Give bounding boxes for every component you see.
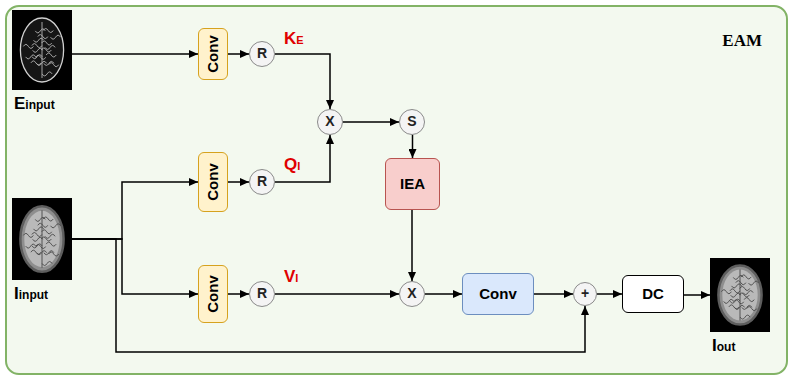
node-label: X [325, 114, 334, 129]
node-label: Conv [205, 275, 222, 313]
brain-image [12, 10, 72, 90]
node-label: R [257, 286, 267, 301]
connector-arrow [411, 210, 413, 281]
add-circle: + [573, 282, 597, 306]
connector-arrow [275, 293, 399, 295]
reshape-circle: R [249, 169, 275, 195]
node-label: + [581, 286, 589, 301]
multiply-circle: X [317, 109, 343, 135]
brain-folds [23, 22, 60, 78]
brain-folds [721, 269, 758, 320]
node-label: DC [642, 286, 664, 303]
node-label: X [407, 286, 416, 301]
connector-arrow [228, 293, 249, 295]
image-background [710, 258, 770, 332]
node-label: Conv [479, 286, 517, 303]
dc-box: DC [622, 275, 684, 313]
reshape-circle: R [249, 281, 275, 307]
image-background [12, 198, 72, 280]
connector-arrow [343, 121, 399, 123]
brain-image [12, 198, 72, 280]
connector-arrow [228, 53, 249, 55]
brain-outline [20, 18, 63, 82]
connector-arrow [597, 293, 622, 295]
connector-arrow [425, 293, 462, 295]
key-symbol: KE [284, 30, 304, 49]
output-image: Iout [710, 258, 770, 332]
connector-arrow [684, 294, 710, 296]
brain-tissue [722, 270, 757, 321]
image-label: Iinput [14, 285, 48, 304]
connector-arrow [72, 182, 198, 239]
image-label: Einput [14, 95, 55, 114]
connector-arrow [72, 53, 198, 55]
reshape-circle: R [249, 41, 275, 67]
input-image: Einput [12, 10, 72, 90]
node-label: IEA [400, 176, 425, 193]
connector-arrow [275, 54, 330, 109]
node-label: Conv [205, 163, 222, 201]
brain-outline [20, 206, 63, 272]
brain-image [710, 258, 770, 332]
module-title: EAM [722, 31, 762, 51]
connector-arrow [72, 239, 198, 294]
brain-tissue [24, 211, 59, 267]
connector-arrow [275, 135, 330, 182]
conv-box: Conv [198, 265, 228, 323]
brain-outline [718, 265, 761, 324]
node-label: R [257, 46, 267, 61]
multiply-circle: X [399, 281, 425, 307]
query-symbol: QI [284, 156, 300, 175]
connector-arrow [72, 239, 585, 352]
conv-box: Conv [198, 152, 228, 212]
connector-arrow [228, 181, 249, 183]
value-symbol: VI [284, 268, 298, 287]
conv-box: Conv [462, 273, 534, 315]
image-background [12, 10, 72, 90]
image-label: Iout [712, 337, 735, 356]
node-label: R [257, 174, 267, 189]
input-image: Iinput [12, 198, 72, 280]
node-label: S [407, 114, 416, 129]
brain-folds [23, 210, 60, 268]
connector-arrow [534, 293, 573, 295]
conv-box: Conv [198, 28, 228, 80]
node-label: Conv [205, 35, 222, 73]
module-frame: EAMEinputConvRXSConvRIEAIinputConvRXConv… [5, 5, 788, 375]
connector-arrow [412, 135, 414, 158]
attention-box: IEA [385, 158, 440, 210]
softmax-circle: S [399, 109, 425, 135]
